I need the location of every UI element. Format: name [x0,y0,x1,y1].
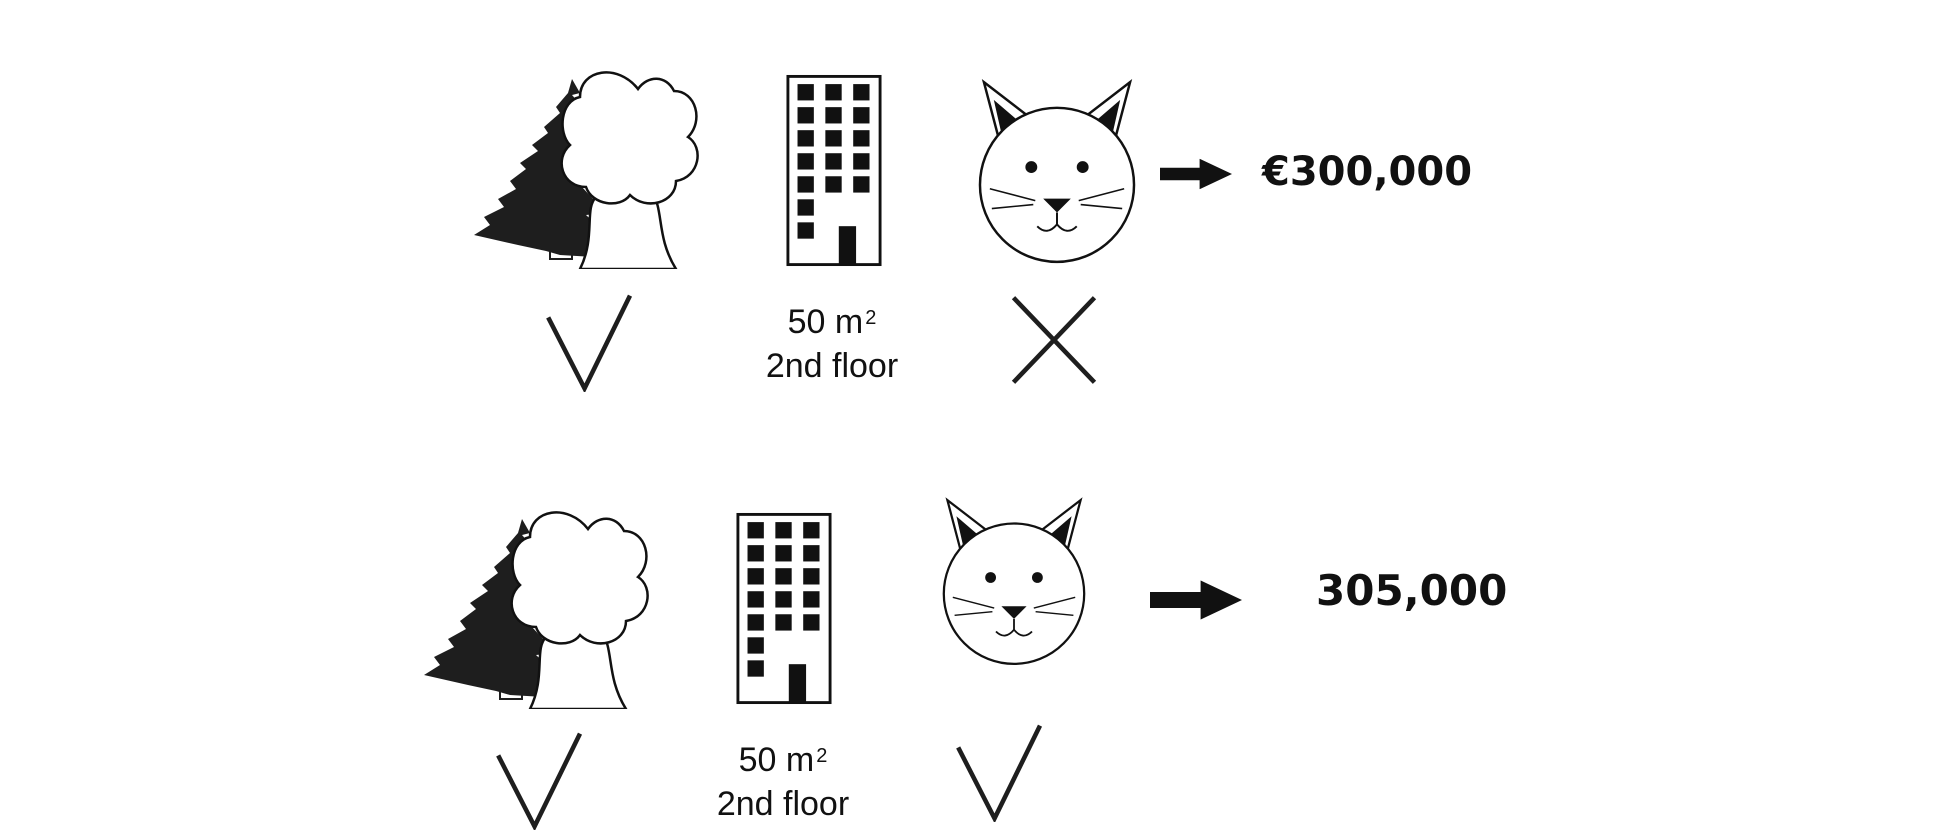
checkmark-icon [954,722,1046,822]
size-value: 50 m [787,303,864,341]
price-label: €300,000 [1262,149,1473,195]
trees-icon [418,498,658,710]
trees-icon [468,58,708,270]
floor-label: 2nd floor [716,785,850,823]
building-icon [736,510,832,707]
floor-label: 2nd floor [765,347,899,385]
arrow-right-icon [1160,157,1232,191]
size-exponent: 2 [816,745,828,767]
size-exponent: 2 [865,307,877,329]
arrow-right-icon [1150,580,1242,620]
checkmark-icon [544,292,636,392]
cat-icon [978,78,1136,266]
checkmark-icon [494,730,586,830]
building-icon [786,72,882,269]
cat-icon [942,496,1086,668]
cross-icon [1008,294,1100,386]
price-label: 305,000 [1316,566,1508,615]
size-value: 50 m [738,741,815,779]
